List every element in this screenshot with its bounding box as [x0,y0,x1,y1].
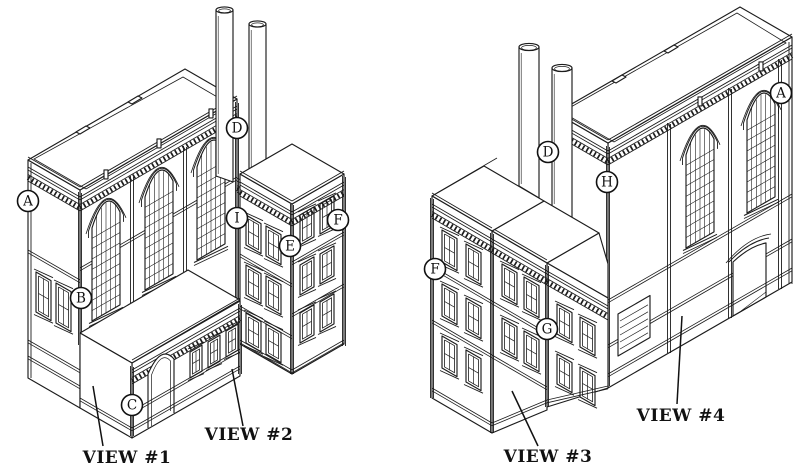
svg-text:H: H [601,175,613,191]
leader-view-4 [677,316,682,404]
svg-text:D: D [543,145,554,161]
callout-left-e: E [280,236,301,257]
svg-text:G: G [542,322,553,338]
callout-right-g: G [537,319,558,340]
callout-left-c: C [122,395,143,416]
svg-text:C: C [127,398,137,414]
callout-right-a: A [771,83,792,104]
part-callouts: A B C D I E F D H A F G [18,83,792,416]
leader-view-3 [512,391,538,446]
view-label-4: VIEW #4 [636,406,726,426]
building-right-isometric [431,7,793,433]
callout-right-h: H [597,172,618,193]
leader-view-2 [232,369,243,426]
view-labels: VIEW #1 VIEW #2 VIEW #3 VIEW #4 [82,406,726,468]
svg-text:D: D [232,121,243,137]
callout-left-i: I [227,208,248,229]
callout-left-a: A [18,191,39,212]
view-label-2: VIEW #2 [204,425,294,445]
view-leader-lines [93,316,682,446]
svg-text:A: A [22,194,33,210]
callout-left-d: D [227,118,248,139]
callout-left-f: F [328,210,349,231]
svg-text:F: F [430,262,439,278]
view-label-1: VIEW #1 [82,448,172,468]
svg-text:E: E [285,239,295,255]
svg-text:B: B [76,291,86,307]
callout-left-b: B [71,288,92,309]
svg-text:F: F [333,213,342,229]
callout-right-f: F [425,259,446,280]
svg-text:I: I [234,211,239,227]
building-left-isometric [28,7,346,438]
callout-right-d: D [538,142,559,163]
leader-view-1 [93,386,103,446]
view-label-3: VIEW #3 [503,447,593,467]
svg-text:A: A [775,86,786,102]
